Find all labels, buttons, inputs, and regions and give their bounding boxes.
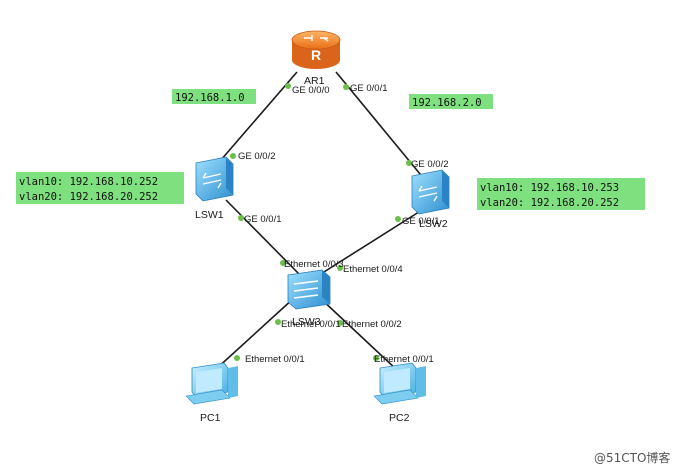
device-label-lsw3: LSW3 (292, 316, 321, 328)
port-dot (337, 320, 343, 326)
watermark: @51CTO博客 (594, 450, 670, 465)
vlan-label-lsw1: vlan10: 192.168.10.252 vlan20: 192.168.2… (16, 172, 184, 204)
port-label-lsw2-ge001: GE 0/0/1 (402, 216, 440, 227)
vlan-line: vlan20: 192.168.20.252 (19, 191, 158, 203)
port-label-lsw2-ge002: GE 0/0/2 (411, 159, 449, 170)
port-dot (280, 260, 286, 266)
link-lsw2-lsw3 (315, 209, 423, 278)
computer-icon (185, 362, 238, 405)
port-label-ar1-ge000: GE 0/0/0 (292, 85, 330, 96)
device-label-pc1: PC1 (200, 412, 221, 424)
port-label-lsw1-ge001: GE 0/0/1 (244, 214, 282, 225)
pc-pc1[interactable]: PC1 (185, 362, 238, 424)
port-label-ar1-ge001: GE 0/0/1 (350, 83, 388, 94)
switch-icon (195, 156, 234, 202)
port-dot (275, 319, 281, 325)
port-dot (285, 83, 291, 89)
switch-lsw3[interactable]: LSW3 (287, 269, 331, 328)
link-lsw1-lsw3 (225, 199, 301, 276)
device-label-lsw2: LSW2 (419, 218, 448, 230)
vlan-label-lsw2: vlan10: 192.168.10.253 vlan20: 192.168.2… (477, 178, 645, 210)
subnet-text-left: 192.168.1.0 (175, 92, 245, 104)
subnet-label-left: 192.168.1.0 (172, 89, 256, 104)
subnet-text-right: 192.168.2.0 (412, 97, 482, 109)
svg-text:R: R (311, 47, 321, 63)
pc-pc2[interactable]: PC2 (373, 362, 426, 424)
link-lsw3-pc1 (214, 297, 295, 371)
link-ar1-lsw1 (213, 71, 298, 169)
port-dot (395, 216, 401, 222)
port-dot (343, 84, 349, 90)
port-dot (238, 215, 244, 221)
port-dot (234, 355, 240, 361)
port-dot (373, 355, 379, 361)
device-label-lsw1: LSW1 (195, 209, 224, 221)
port-label-pc1-eth001: Ethernet 0/0/1 (245, 354, 305, 365)
link-lsw3-pc2 (319, 297, 398, 371)
links (213, 71, 426, 371)
device-label-pc2: PC2 (389, 412, 410, 424)
port-label-lsw3-eth001: Ethernet 0/0/1 (281, 319, 341, 330)
subnet-label-right: 192.168.2.0 (409, 94, 493, 109)
vlan-line: vlan10: 192.168.10.253 (480, 182, 619, 194)
port-label-pc2-eth001: Ethernet 0/0/1 (374, 354, 434, 365)
port-label-lsw3-eth003: Ethernet 0/0/3 (284, 259, 344, 270)
switch-lsw1[interactable]: LSW1 (195, 156, 234, 221)
vlan-line: vlan20: 192.168.20.252 (480, 197, 619, 209)
computer-icon (373, 362, 426, 405)
router-ar1[interactable]: R AR1 (291, 30, 341, 87)
port-dot (337, 265, 343, 271)
port-dots (230, 83, 412, 361)
router-icon: R (291, 30, 341, 69)
switch-icon (411, 169, 450, 215)
port-labels: GE 0/0/0 GE 0/0/1 GE 0/0/2 GE 0/0/2 GE 0… (238, 83, 449, 365)
switch-icon (287, 269, 331, 310)
device-label-ar1: AR1 (304, 75, 325, 87)
port-label-lsw1-ge002: GE 0/0/2 (238, 151, 276, 162)
port-dot (230, 153, 236, 159)
port-label-lsw3-eth002: Ethernet 0/0/2 (342, 319, 402, 330)
port-dot (406, 160, 412, 166)
switch-lsw2[interactable]: LSW2 (411, 169, 450, 230)
vlan-line: vlan10: 192.168.10.252 (19, 176, 158, 188)
port-label-lsw3-eth004: Ethernet 0/0/4 (343, 264, 403, 275)
